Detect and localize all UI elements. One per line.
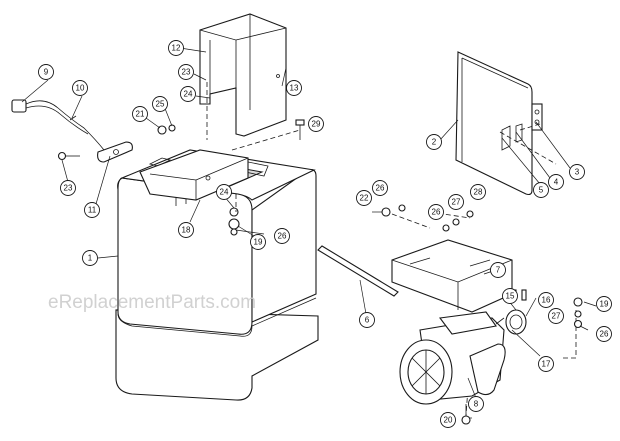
callout-17: 17 bbox=[538, 356, 554, 372]
svg-text:24: 24 bbox=[220, 188, 229, 197]
callout-27-motor: 27 bbox=[548, 308, 564, 324]
callout-19-cabinet: 19 bbox=[250, 234, 266, 250]
svg-text:6: 6 bbox=[365, 316, 370, 325]
callout-28: 28 bbox=[470, 184, 486, 200]
motor-8 bbox=[399, 309, 527, 405]
svg-text:23: 23 bbox=[182, 68, 191, 77]
callout-26-motor: 26 bbox=[596, 326, 612, 342]
callout-19-motor: 19 bbox=[596, 296, 612, 312]
screw-29 bbox=[295, 119, 305, 140]
callout-5: 5 bbox=[533, 182, 549, 198]
callout-7: 7 bbox=[490, 262, 506, 278]
svg-text:2: 2 bbox=[432, 138, 437, 147]
svg-text:23: 23 bbox=[64, 184, 73, 193]
bolt-20 bbox=[461, 404, 471, 425]
callout-26-cabinet: 26 bbox=[274, 228, 290, 244]
callout-21: 21 bbox=[132, 106, 148, 122]
svg-text:11: 11 bbox=[88, 206, 97, 215]
callout-3: 3 bbox=[569, 164, 585, 180]
svg-text:16: 16 bbox=[542, 296, 551, 305]
svg-text:13: 13 bbox=[290, 84, 299, 93]
svg-text:3: 3 bbox=[575, 168, 580, 177]
svg-text:26: 26 bbox=[600, 330, 609, 339]
callout-16: 16 bbox=[538, 292, 554, 308]
callout-25: 25 bbox=[152, 96, 168, 112]
svg-text:5: 5 bbox=[539, 186, 544, 195]
callout-18: 18 bbox=[178, 222, 194, 238]
callout-15: 15 bbox=[502, 288, 518, 304]
callout-27-top: 27 bbox=[448, 194, 464, 210]
svg-text:17: 17 bbox=[542, 360, 551, 369]
callout-23-cord: 23 bbox=[60, 180, 76, 196]
callout-9: 9 bbox=[38, 64, 54, 80]
svg-text:1: 1 bbox=[88, 254, 93, 263]
svg-text:20: 20 bbox=[444, 416, 453, 425]
svg-text:22: 22 bbox=[360, 194, 369, 203]
power-cord-assembly bbox=[11, 99, 133, 163]
leader-lines bbox=[21, 47, 597, 419]
svg-text:26: 26 bbox=[278, 232, 287, 241]
callout-24-cover: 24 bbox=[180, 86, 196, 102]
svg-text:18: 18 bbox=[182, 226, 191, 235]
svg-text:19: 19 bbox=[254, 238, 263, 247]
svg-text:19: 19 bbox=[600, 300, 609, 309]
svg-text:24: 24 bbox=[184, 90, 193, 99]
svg-text:15: 15 bbox=[506, 292, 515, 301]
svg-text:8: 8 bbox=[474, 400, 479, 409]
svg-text:10: 10 bbox=[76, 84, 85, 93]
svg-text:27: 27 bbox=[452, 198, 461, 207]
callout-26-mid: 26 bbox=[428, 204, 444, 220]
svg-text:29: 29 bbox=[312, 120, 321, 129]
callout-2: 2 bbox=[426, 134, 442, 150]
door-panel-2 bbox=[455, 51, 543, 196]
screws-21-25 bbox=[157, 124, 176, 135]
callout-12: 12 bbox=[168, 40, 184, 56]
svg-text:12: 12 bbox=[172, 44, 181, 53]
callout-23-cover: 23 bbox=[178, 64, 194, 80]
svg-text:9: 9 bbox=[44, 68, 49, 77]
svg-text:28: 28 bbox=[474, 188, 483, 197]
belt-cover-12 bbox=[199, 13, 287, 137]
svg-text:25: 25 bbox=[156, 100, 165, 109]
screw-23-left bbox=[57, 151, 80, 161]
callout-29: 29 bbox=[308, 116, 324, 132]
svg-text:7: 7 bbox=[496, 266, 501, 275]
callout-11: 11 bbox=[84, 202, 100, 218]
svg-text:26: 26 bbox=[432, 208, 441, 217]
svg-text:27: 27 bbox=[552, 312, 561, 321]
callout-22: 22 bbox=[356, 190, 372, 206]
callout-13: 13 bbox=[286, 80, 302, 96]
watermark: eReplacementParts.com bbox=[48, 292, 256, 313]
svg-text:26: 26 bbox=[376, 184, 385, 193]
cabinet-stand bbox=[115, 149, 319, 401]
flat-bar-6 bbox=[317, 245, 399, 297]
callout-6: 6 bbox=[359, 312, 375, 328]
callout-24-cabinet: 24 bbox=[216, 184, 232, 200]
callout-8: 8 bbox=[468, 396, 484, 412]
svg-text:4: 4 bbox=[554, 178, 559, 187]
callout-10: 10 bbox=[72, 80, 88, 96]
callout-4: 4 bbox=[548, 174, 564, 190]
callout-20: 20 bbox=[440, 412, 456, 428]
svg-text:21: 21 bbox=[136, 110, 145, 119]
callout-26-top: 26 bbox=[372, 180, 388, 196]
callout-1: 1 bbox=[82, 250, 98, 266]
